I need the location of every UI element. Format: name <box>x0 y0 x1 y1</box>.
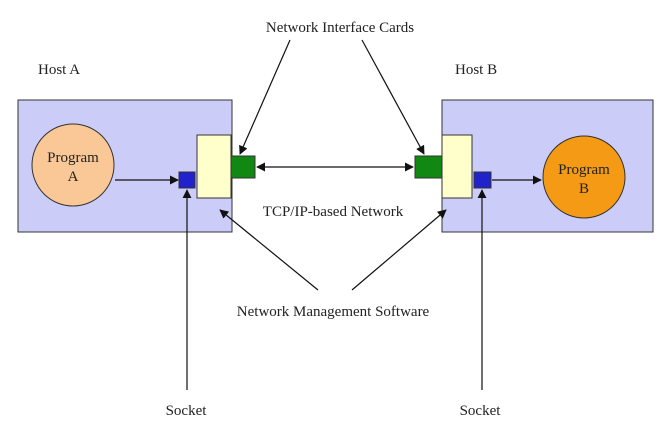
nic-host-a <box>230 155 256 179</box>
nms-block-host-b <box>441 134 473 199</box>
socket-right-label: Socket <box>460 403 502 419</box>
socket-left-label: Socket <box>166 403 208 419</box>
arrow-nic-title-to-nic-a <box>239 39 291 155</box>
socket-host-a <box>178 171 196 189</box>
host-a-label: Host A <box>38 62 80 78</box>
nic-host-b <box>414 155 443 179</box>
nic-title-label: Network Interface Cards <box>266 20 414 36</box>
program-b-circle <box>542 135 626 219</box>
network-label: TCP/IP-based Network <box>263 204 404 220</box>
program-b-label-line1: Program <box>558 162 610 178</box>
program-a-circle <box>31 123 115 207</box>
socket-host-b <box>473 171 492 189</box>
nms-block-host-a <box>196 134 232 199</box>
nms-label: Network Management Software <box>237 304 430 320</box>
program-a-label-line2: A <box>68 169 79 185</box>
program-a-label-line1: Program <box>47 150 99 166</box>
arrow-nms-to-host-a <box>219 209 319 291</box>
host-b-label: Host B <box>455 62 497 78</box>
program-b-label-line2: B <box>579 181 589 197</box>
arrow-nic-title-to-nic-b <box>361 39 425 155</box>
arrow-nms-to-host-b <box>351 209 447 291</box>
